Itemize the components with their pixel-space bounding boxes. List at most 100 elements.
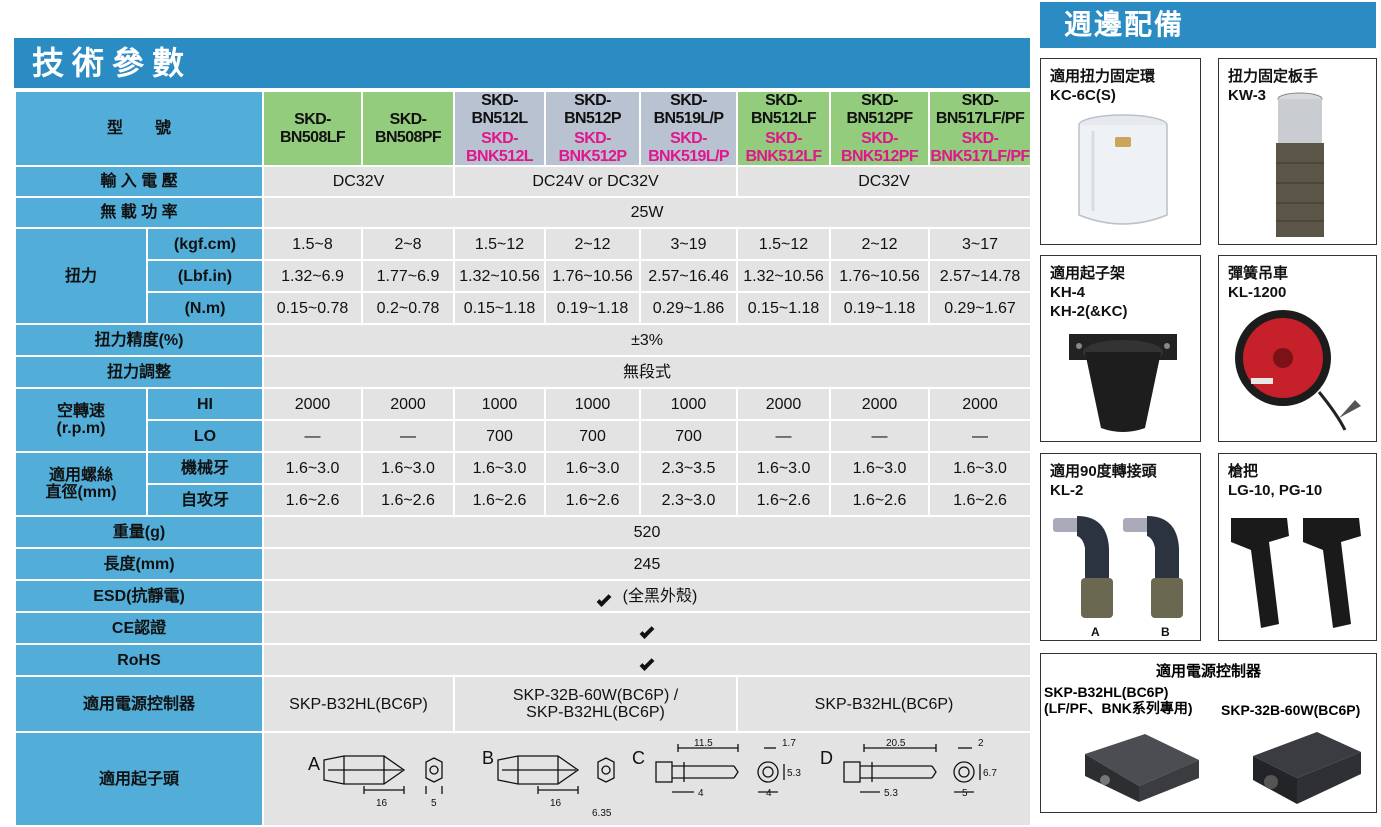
voltage-cell: DC32V	[736, 165, 1033, 199]
bit-c-dim-5: 4	[766, 788, 772, 799]
value-cell: 1.76~10.56	[544, 259, 642, 294]
value-cell: 1.32~10.56	[736, 259, 832, 294]
torque-wrench-image	[1276, 92, 1324, 237]
check-icon	[596, 591, 612, 607]
bit-d-dim-2: 2	[978, 738, 984, 749]
bit-b-letter: B	[482, 748, 494, 768]
label-torque-lbf: (Lbf.in)	[145, 259, 265, 294]
voltage-cell: DC32V	[262, 165, 456, 199]
bit-c-dim-1: 11.5	[694, 738, 713, 749]
label-torque: 扭力	[14, 227, 148, 326]
value-cell: 1.6~2.6	[453, 483, 547, 518]
label-machine-thread: 機械牙	[145, 451, 265, 486]
accessory-controller-title: 適用電源控制器	[1155, 663, 1261, 680]
label-esd: ESD(抗靜電)	[13, 579, 265, 614]
value-cell: 1.6~2.6	[829, 483, 931, 518]
value-cell: 0.29~1.67	[928, 291, 1033, 326]
value-cell: 0.2~0.78	[361, 291, 456, 326]
bit-c-dim-4: 4	[698, 788, 704, 799]
controller-b32hl-image	[1085, 734, 1199, 802]
accessory-controller: 適用電源控制器 SKP-B32HL(BC6P)(LF/PF、BNK系列專用) S…	[1040, 653, 1377, 813]
weight-cell: 520	[262, 515, 1033, 550]
spring-balancer-image	[1235, 310, 1361, 431]
row-speed-hi: 空轉速(r.p.m) HI 2000 2000 1000 1000 1000 2…	[14, 387, 1033, 454]
controller-cell: SKP-B32HL(BC6P)	[262, 675, 456, 734]
row-torque-nm: (N.m) 0.15~0.78 0.2~0.78 0.15~1.18 0.19~…	[15, 291, 1033, 326]
check-icon	[639, 655, 655, 671]
spec-title: 技術參數	[14, 38, 1030, 88]
value-cell: 1.6~3.0	[544, 451, 642, 486]
controller-cell: SKP-32B-60W(BC6P) /SKP-B32HL(BC6P)	[453, 675, 739, 734]
value-cell: —	[262, 419, 364, 454]
value-cell: 1.6~3.0	[453, 451, 547, 486]
label-adjust: 扭力調整	[13, 355, 265, 390]
bit-c-drawing: C 11.5 1.7 5.3	[632, 738, 801, 799]
bit-d-dim-4: 5.3	[884, 788, 898, 799]
value-cell: 2000	[361, 387, 456, 422]
torque-ring-image	[1078, 114, 1168, 225]
label-model: 型 號	[13, 89, 265, 168]
label-bit: 適用起子頭	[13, 731, 265, 827]
row-torque-kgf: 扭力 (kgf.cm) 1.5~8 2~8 1.5~12 2~12 3~19 1…	[14, 227, 1033, 326]
label-rohs: RoHS	[13, 643, 265, 678]
length-cell: 245	[262, 547, 1033, 582]
value-cell: 3~17	[928, 227, 1033, 262]
value-cell: 1.5~12	[736, 227, 832, 262]
value-cell: 1.6~2.6	[544, 483, 642, 518]
row-screw-self: 自攻牙 1.6~2.6 1.6~2.6 1.6~2.6 1.6~2.6 2.3~…	[15, 483, 1033, 518]
value-cell: 0.15~0.78	[262, 291, 364, 326]
label-speed: 空轉速(r.p.m)	[14, 387, 148, 454]
row-screw-machine: 適用螺絲直徑(mm) 機械牙 1.6~3.0 1.6~3.0 1.6~3.0 1…	[14, 451, 1033, 518]
value-cell: 2~8	[361, 227, 456, 262]
precision-cell: ±3%	[262, 323, 1033, 358]
row-speed-lo: LO — — 700 700 700 — — —	[15, 419, 1033, 454]
value-cell: 700	[544, 419, 642, 454]
row-voltage: 輸 入 電 壓 DC32V DC24V or DC32V DC32V	[13, 165, 1033, 199]
angle-adapter-image: A B	[1053, 516, 1183, 638]
value-cell: —	[829, 419, 931, 454]
value-cell: 1.6~3.0	[829, 451, 931, 486]
value-cell: 2000	[262, 387, 364, 422]
row-adjust: 扭力調整 無段式	[13, 355, 1033, 390]
label-ce: CE認證	[13, 611, 265, 646]
value-cell: —	[736, 419, 832, 454]
value-cell: 0.15~1.18	[453, 291, 547, 326]
value-cell: 2~12	[544, 227, 642, 262]
row-power: 無 載 功 率 25W	[13, 196, 1033, 230]
value-cell: 0.29~1.86	[639, 291, 739, 326]
bit-c-dim-2: 1.7	[782, 738, 796, 749]
row-esd: ESD(抗靜電) (全黑外殼)	[13, 579, 1033, 614]
row-length: 長度(mm) 245	[13, 547, 1033, 582]
label-hi: HI	[145, 387, 265, 422]
adjust-cell: 無段式	[262, 355, 1033, 390]
controller-cell: SKP-B32HL(BC6P)	[736, 675, 1033, 734]
value-cell: 2000	[829, 387, 931, 422]
adapter-label-a: A	[1091, 625, 1100, 638]
value-cell: 700	[453, 419, 547, 454]
bit-b-dim-1: 16	[550, 798, 562, 809]
value-cell: 2000	[736, 387, 832, 422]
ce-cell	[262, 611, 1033, 646]
row-controller: 適用電源控制器 SKP-B32HL(BC6P) SKP-32B-60W(BC6P…	[13, 675, 1033, 734]
value-cell: 1.77~6.9	[361, 259, 456, 294]
value-cell: 2.57~14.78	[928, 259, 1033, 294]
value-cell: 2000	[928, 387, 1033, 422]
voltage-cell: DC24V or DC32V	[453, 165, 739, 199]
accessory-title: 週邊配備	[1040, 2, 1376, 48]
bit-a-drawing: A 16 5	[308, 754, 443, 809]
bit-d-dim-3: 6.7	[983, 768, 997, 779]
label-voltage: 輸 入 電 壓	[13, 165, 265, 199]
bit-holder-image	[1069, 334, 1177, 432]
